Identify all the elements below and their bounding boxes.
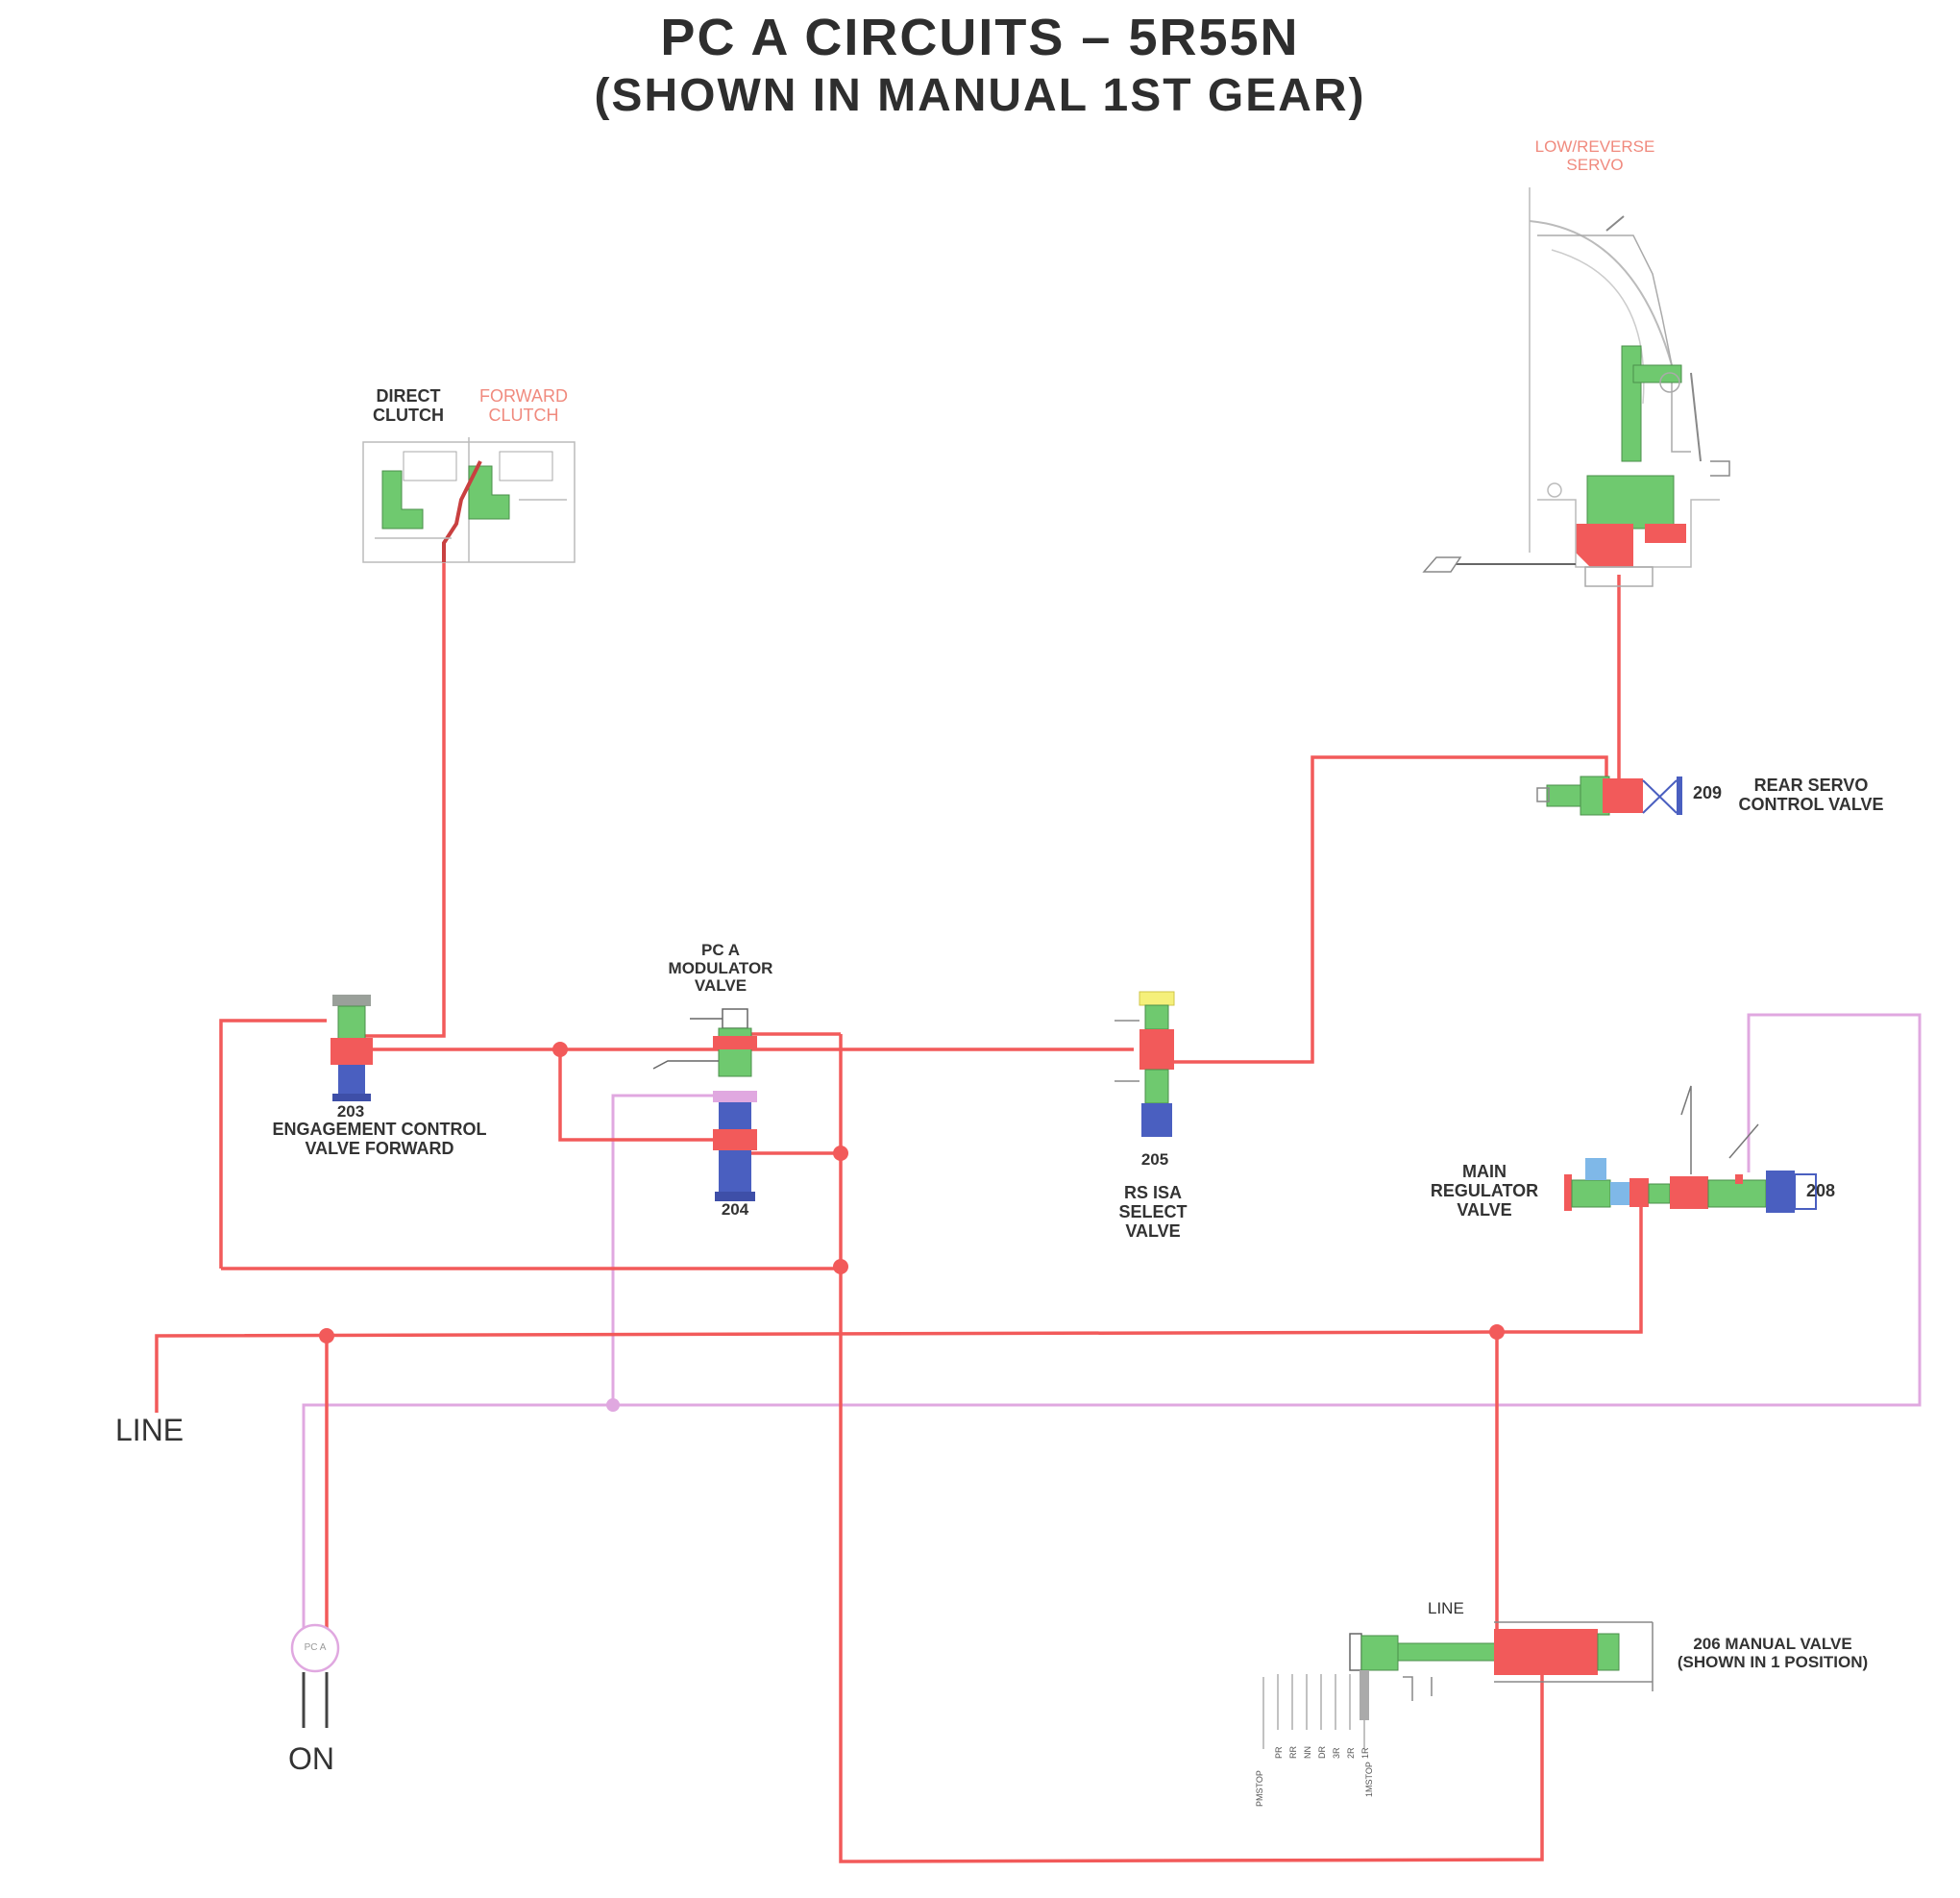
pca-solenoid (290, 1623, 340, 1728)
low-reverse-servo-drawing (1422, 187, 1730, 587)
label-line: 206 MANUAL VALVE (1693, 1635, 1852, 1653)
junction-dot (1489, 1324, 1505, 1340)
manual-position-label: NN (1303, 1746, 1312, 1759)
pca-modulator-number: 204 (721, 1200, 749, 1219)
label-line: VALVE (1457, 1199, 1512, 1220)
main-regulator-label: MAIN REGULATOR VALVE (1422, 1162, 1547, 1220)
on-label: ON (288, 1741, 334, 1776)
label-line: VALVE (1125, 1220, 1181, 1241)
engagement-control-label: ENGAGEMENT CONTROL VALVE FORWARD (245, 1120, 514, 1159)
forward-clutch-label: FORWARD CLUTCH (466, 386, 581, 426)
label-line: VALVE FORWARD (305, 1138, 454, 1158)
main-regulator-number: 208 (1806, 1181, 1836, 1200)
manual-stop-right: 1MSTOP (1364, 1762, 1374, 1797)
pca-modulator-valve (652, 1008, 757, 1201)
junction-dot (833, 1146, 848, 1161)
label-line: PC A (701, 941, 740, 959)
label-line: ENGAGEMENT CONTROL (272, 1120, 487, 1139)
manual-position-label: PR (1274, 1746, 1284, 1759)
label-line: SELECT (1118, 1201, 1188, 1221)
label-line: SERVO (1566, 155, 1624, 174)
junction-dot (833, 1259, 848, 1274)
label-line: (SHOWN IN 1 POSITION) (1677, 1652, 1869, 1671)
label-line: CLUTCH (488, 405, 559, 425)
label-line: RS ISA (1123, 1183, 1182, 1202)
junction-dot (319, 1328, 334, 1343)
label-line: MAIN (1462, 1162, 1507, 1181)
rear-servo-control-valve (1536, 776, 1682, 816)
pca-modulator-label: PC A MODULATOR VALVE (653, 941, 788, 996)
rear-servo-number: 209 (1693, 783, 1723, 802)
rear-servo-label: REAR SERVO CONTROL VALVE (1729, 776, 1893, 815)
manual-stop-left: PMSTOP (1255, 1770, 1264, 1807)
engagement-number: 203 (336, 1102, 365, 1121)
low-reverse-servo-label: LOW/REVERSE SERVO (1499, 137, 1691, 174)
rs-isa-number: 205 (1140, 1150, 1169, 1169)
manual-position-label: 2R (1346, 1747, 1356, 1759)
label-line: CONTROL VALVE (1738, 794, 1884, 814)
line-pressure-circuit (155, 562, 1643, 1863)
rs-isa-label: RS ISA SELECT VALVE (1100, 1183, 1206, 1241)
direct-clutch-label: DIRECT CLUTCH (351, 386, 466, 426)
label-line: LOW/REVERSE (1534, 137, 1655, 156)
rs-isa-select-valve (1115, 991, 1175, 1137)
manual-position-label: 1R (1360, 1747, 1370, 1759)
main-regulator-valve (1564, 1085, 1817, 1213)
clutch-pack-drawing (362, 437, 576, 563)
label-line: CLUTCH (373, 405, 444, 425)
manual-valve-label: 206 MANUAL VALVE (SHOWN IN 1 POSITION) (1657, 1635, 1888, 1671)
label-line: VALVE (694, 976, 747, 996)
label-line: REAR SERVO (1753, 776, 1869, 795)
manual-valve (1262, 1621, 1654, 1749)
manual-position-label: DR (1317, 1746, 1327, 1759)
manual-line-label: LINE (1428, 1599, 1464, 1617)
label-line: REGULATOR (1430, 1180, 1539, 1200)
diagram-subtitle: (SHOWN IN MANUAL 1ST GEAR) (594, 70, 1366, 121)
manual-position-label: 3R (1332, 1747, 1341, 1759)
solenoid-tag: PC A (304, 1642, 327, 1653)
diagram-title: PC A CIRCUITS – 5R55N (660, 9, 1300, 66)
label-line: MODULATOR (668, 958, 773, 977)
junction-dot (552, 1042, 568, 1057)
junction-dot (606, 1398, 620, 1412)
label-line: DIRECT (376, 386, 441, 406)
label-line: FORWARD (479, 386, 568, 406)
junction-dots (319, 1042, 1505, 1412)
engagement-control-valve (331, 995, 373, 1101)
pca-circuit (302, 1013, 1922, 1648)
manual-position-label: RR (1288, 1746, 1298, 1759)
line-label: LINE (115, 1413, 184, 1447)
